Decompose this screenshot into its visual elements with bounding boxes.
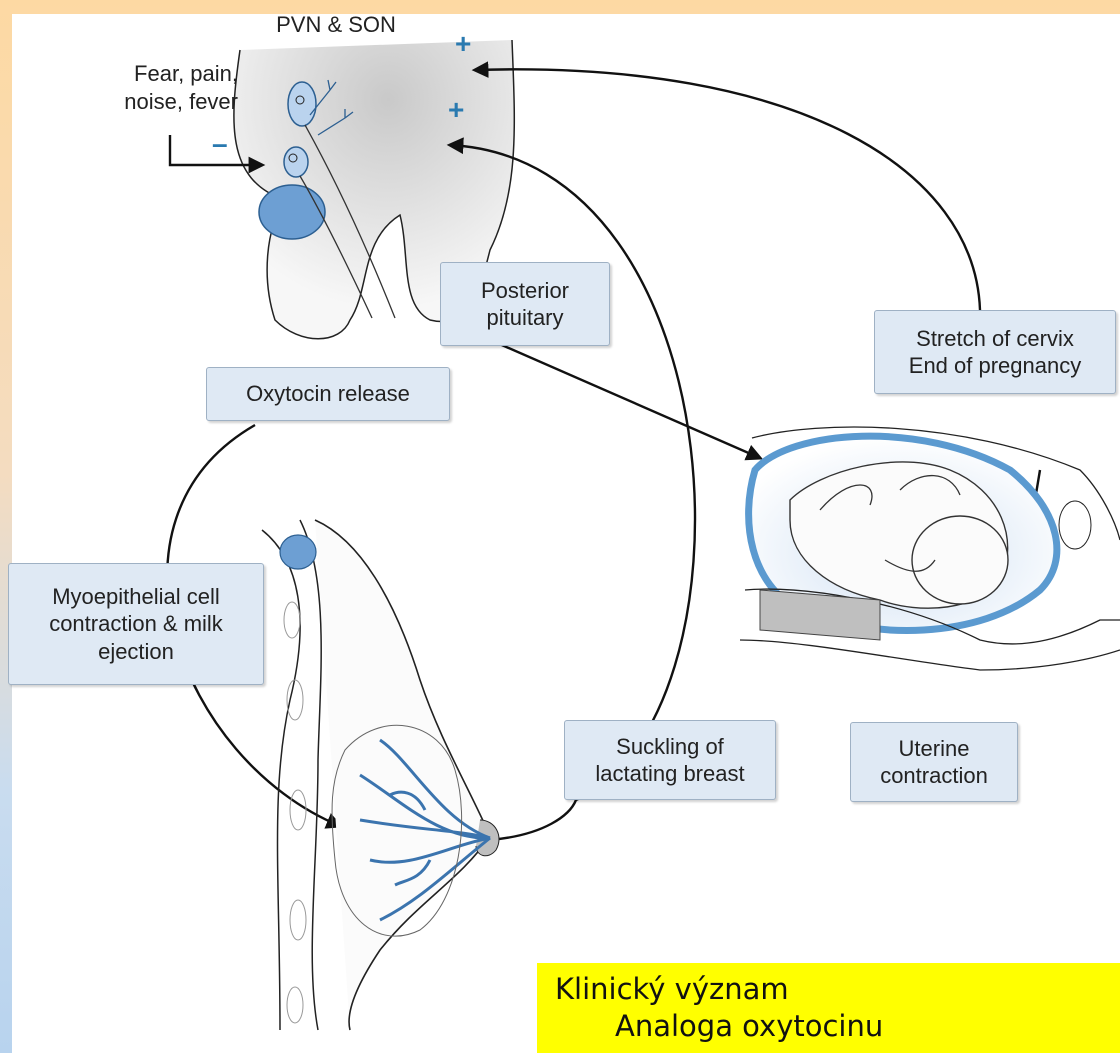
breast-illustration [262,520,499,1030]
clinical-significance-callout: Klinický význam Analoga oxytocinu [537,963,1120,1053]
breast-to-suckling-curve [490,800,576,840]
inhibitory-inputs-label: Fear, pain, noise, fever [62,60,238,115]
callout-subitem: Analoga oxytocinu [555,1008,1120,1045]
uterine-contraction-line1: Uterine [880,735,988,763]
suckling-line2: lactating breast [595,760,744,788]
suckling-box: Suckling of lactating breast [564,720,776,800]
myoepithelial-line3: ejection [49,638,223,666]
stretch-cervix-box: Stretch of cervix End of pregnancy [874,310,1116,394]
myoepithelial-line1: Myoepithelial cell [49,583,223,611]
stretch-cervix-line1: Stretch of cervix [909,325,1081,353]
uterus-fetus-illustration [740,427,1120,670]
oxytocin-release-box: Oxytocin release [206,367,450,421]
minus-sign: – [212,128,228,160]
pituitary-to-uterus-arrow [495,342,760,458]
suckling-line1: Suckling of [595,733,744,761]
posterior-pituitary-line2: pituitary [481,304,569,332]
inhibitory-inputs-line2: noise, fever [62,88,238,116]
inhibitory-inputs-line1: Fear, pain, [62,60,238,88]
posterior-pituitary-box: Posterior pituitary [440,262,610,346]
myoepithelial-line2: contraction & milk [49,610,223,638]
stretch-cervix-line2: End of pregnancy [909,352,1081,380]
uterine-contraction-line2: contraction [880,762,988,790]
posterior-pituitary-line1: Posterior [481,277,569,305]
pvn-son-label: PVN & SON [236,12,436,38]
plus-sign-lower: + [448,94,464,126]
callout-heading: Klinický význam [555,971,1120,1008]
myoepithelial-box: Myoepithelial cell contraction & milk ej… [8,563,264,685]
uterine-contraction-box: Uterine contraction [850,722,1018,802]
oxytocin-release-label: Oxytocin release [246,380,410,408]
plus-sign-upper: + [455,28,471,60]
